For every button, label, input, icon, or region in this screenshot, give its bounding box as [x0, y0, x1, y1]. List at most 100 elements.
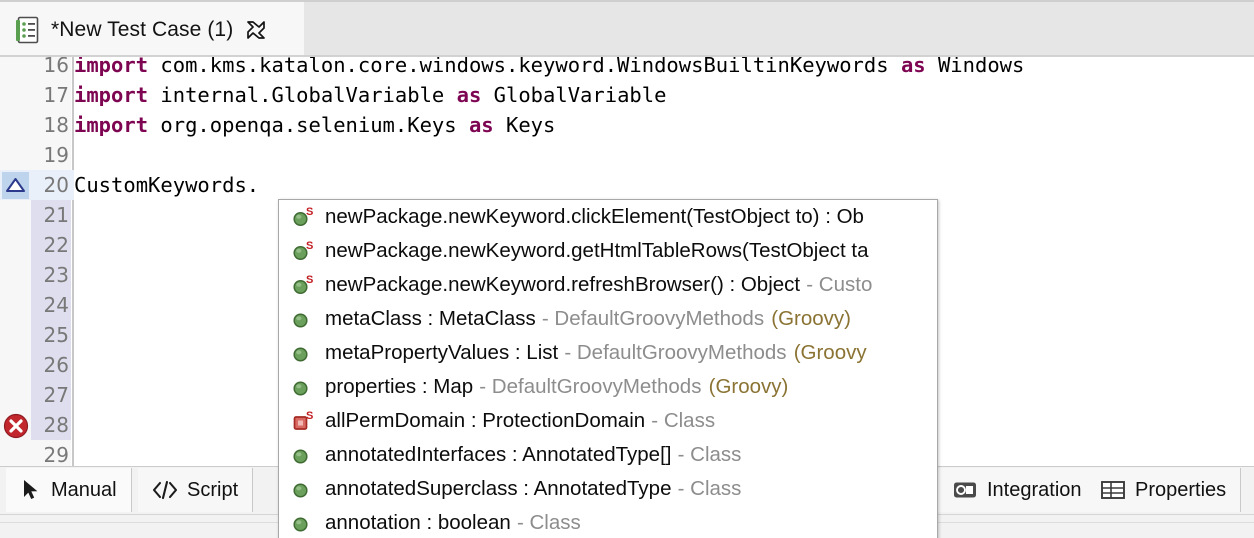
code-keyword: as [456, 83, 482, 107]
gutter-divider [72, 57, 74, 466]
autocomplete-item-owner: - DefaultGroovyMethods [479, 375, 702, 398]
code-keyword: import [74, 57, 149, 77]
autocomplete-item[interactable]: annotatedInterfaces : AnnotatedType[] - … [279, 438, 937, 472]
tab-title: *New Test Case (1) [51, 17, 234, 41]
collapse-triangle-icon[interactable] [2, 172, 29, 199]
public-method-static-icon: S [293, 240, 317, 262]
public-field-icon [293, 478, 317, 500]
line-number: 23 [43, 263, 69, 287]
autocomplete-item[interactable]: annotatedSuperclass : AnnotatedType - Cl… [279, 472, 937, 506]
line-number: 28 [43, 413, 69, 437]
autocomplete-item-label: metaClass : MetaClass [325, 307, 536, 330]
line-number: 25 [43, 323, 69, 347]
svg-text:S: S [306, 410, 313, 422]
autocomplete-item-label: newPackage.newKeyword.getHtmlTableRows(T… [325, 239, 869, 262]
autocomplete-item-owner: - Class [516, 511, 581, 534]
private-field-static-icon: S [293, 410, 317, 432]
bottom-tab-integration[interactable]: Integration [938, 468, 1097, 512]
code-line: import org.openqa.selenium.Keys as Keys [74, 110, 555, 140]
code-keyword: import [74, 83, 149, 107]
autocomplete-item-language: (Groovy [793, 341, 867, 364]
line-number: 26 [43, 353, 69, 377]
bottom-tab-label: Manual [51, 478, 117, 501]
code-keyword: as [900, 57, 926, 77]
autocomplete-item-owner: - DefaultGroovyMethods [541, 307, 765, 330]
code-text: Keys [493, 113, 556, 137]
code-text: com.kms.katalon.core.windows.keyword.Win… [148, 57, 901, 77]
line-number: 29 [43, 443, 69, 466]
line-number: 18 [43, 113, 69, 137]
autocomplete-item[interactable]: metaPropertyValues : List - DefaultGroov… [279, 336, 937, 370]
line-number: 20 [43, 173, 69, 197]
code-line: CustomKeywords. [74, 170, 259, 200]
code-keyword: as [468, 113, 494, 137]
code-line: import com.kms.katalon.core.windows.keyw… [74, 57, 1024, 80]
tab-bar-top-divider [0, 0, 1254, 2]
autocomplete-item-owner: - Class [651, 409, 716, 432]
tab-bar-bottom-divider [0, 55, 1254, 57]
svg-text:S: S [306, 274, 313, 286]
line-number: 24 [43, 293, 69, 317]
public-field-icon [293, 308, 317, 330]
line-number: 21 [43, 203, 69, 227]
line-number: 19 [43, 143, 69, 167]
autocomplete-item-label: allPermDomain : ProtectionDomain [325, 409, 646, 432]
public-field-icon [293, 376, 317, 398]
tab-new-test-case[interactable]: *New Test Case (1) [0, 2, 304, 57]
public-method-static-icon: S [293, 274, 317, 296]
gutter-band-segment [31, 260, 71, 290]
autocomplete-item-owner: - Custo [806, 273, 873, 296]
autocomplete-item[interactable]: annotation : boolean - Class [279, 506, 937, 538]
autocomplete-item-label: newPackage.newKeyword.refreshBrowser() :… [325, 273, 801, 296]
editor-marker-gutter[interactable] [0, 57, 31, 466]
line-number: 17 [43, 83, 69, 107]
svg-text:S: S [306, 240, 313, 252]
public-field-icon [293, 512, 317, 534]
code-keyword: import [74, 113, 149, 137]
editor-tab-bar: *New Test Case (1) [0, 0, 1254, 57]
gutter-band-segment [31, 230, 71, 260]
bottom-tab-manual[interactable]: Manual [6, 468, 132, 512]
autocomplete-item-language: (Groovy) [771, 307, 851, 330]
public-field-icon [293, 444, 317, 466]
code-text: internal.GlobalVariable [148, 83, 457, 107]
error-marker-icon[interactable] [3, 413, 29, 439]
autocomplete-item-owner: - Class [677, 443, 742, 466]
gutter-band-segment [31, 200, 71, 230]
autocomplete-item-label: newPackage.newKeyword.clickElement(TestO… [325, 205, 864, 228]
code-text: GlobalVariable [481, 83, 667, 107]
autocomplete-item-label: annotatedSuperclass : AnnotatedType [325, 477, 672, 500]
public-method-static-icon: S [293, 206, 317, 228]
line-number: 16 [43, 57, 69, 77]
bottom-tab-properties[interactable]: Properties [1086, 468, 1242, 512]
autocomplete-item-language: (Groovy) [708, 375, 789, 398]
autocomplete-item-label: metaPropertyValues : List [325, 341, 559, 364]
bottom-tab-label: Properties [1135, 478, 1227, 501]
public-field-icon [293, 342, 317, 364]
line-number: 27 [43, 383, 69, 407]
bottom-tab-label: Script [187, 478, 239, 501]
code-text: Windows [925, 57, 1025, 77]
autocomplete-item-label: annotatedInterfaces : AnnotatedType[] [325, 443, 672, 466]
gutter-band-segment [31, 290, 71, 320]
close-icon[interactable] [245, 19, 267, 41]
autocomplete-item[interactable]: metaClass : MetaClass - DefaultGroovyMet… [279, 302, 937, 336]
autocomplete-item[interactable]: properties : Map - DefaultGroovyMethods … [279, 370, 937, 404]
code-brackets-icon [152, 479, 178, 501]
table-grid-icon [1100, 479, 1126, 501]
autocomplete-item-owner: - DefaultGroovyMethods [564, 341, 787, 364]
bottom-tab-script[interactable]: Script [138, 468, 254, 512]
cursor-arrow-icon [20, 478, 42, 502]
gutter-band-segment [31, 350, 71, 380]
autocomplete-item-label: properties : Map [325, 375, 474, 398]
integration-plug-icon [952, 479, 978, 501]
code-text: org.openqa.selenium.Keys [148, 113, 469, 137]
gutter-band-segment [31, 320, 71, 350]
